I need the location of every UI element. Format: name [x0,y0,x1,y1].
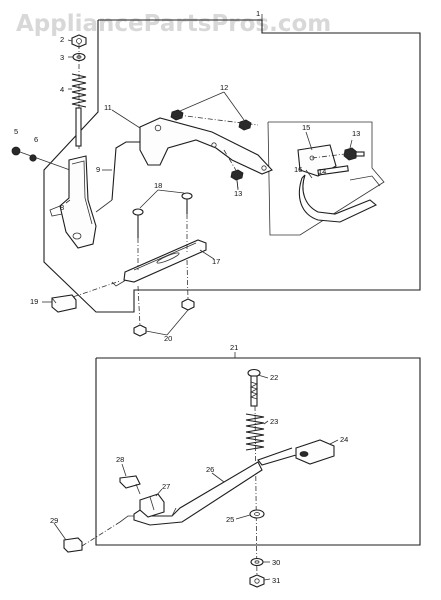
knob-19 [51,294,77,313]
callout-13-upper: 13 [352,129,360,138]
callout-1: 1 [256,9,260,18]
callout-19: 19 [30,297,38,306]
callout-4: 4 [60,85,64,94]
callout-12: 12 [220,83,228,92]
callout-30: 30 [272,558,280,567]
washer-25 [249,509,265,519]
assembly-21-outline [95,357,421,546]
switch-group-outline [267,121,385,236]
link-plate-17 [111,239,207,287]
bolt-22 [247,368,261,407]
nut-12b [238,119,252,131]
lever-bracket-8 [49,155,97,249]
screw-18b [181,192,193,214]
callout-26: 26 [206,465,214,474]
screw-13-upper [343,147,365,161]
assembly-1-outline [43,14,421,313]
callout-25: 25 [226,515,234,524]
callout-2: 2 [60,35,64,44]
callout-labels: 1 2 3 4 5 6 8 9 11 12 13 13 14 15 16 17 … [14,9,360,585]
leader-lines [42,39,353,581]
callout-8: 8 [60,203,64,212]
nut-31 [249,574,265,588]
lever-plate-11 [139,117,273,175]
callout-5: 5 [14,127,18,136]
callout-27: 27 [162,482,170,491]
clip-28 [119,475,141,495]
callout-20: 20 [164,334,172,343]
nut-2 [71,34,87,48]
callout-23: 23 [270,417,278,426]
callout-13-lower: 13 [234,189,242,198]
nut-20a [181,298,195,311]
switch-assembly [297,144,381,223]
callout-9: 9 [96,165,100,174]
callout-31: 31 [272,576,280,585]
callout-21: 21 [230,343,238,352]
nut-12a [170,109,184,121]
callout-18: 18 [154,181,162,190]
screw-6 [29,154,37,162]
callout-11: 11 [104,103,112,112]
rod-9 [111,141,145,201]
callout-3: 3 [60,53,64,62]
spring-23 [245,413,265,451]
callout-22: 22 [270,373,278,382]
callout-28: 28 [116,455,124,464]
callout-29: 29 [50,516,58,525]
stud [75,107,82,147]
callout-6: 6 [34,135,38,144]
lever-24 [257,439,335,466]
bracket-27 [139,493,165,518]
callout-17: 17 [212,257,220,266]
nut-20b [133,324,147,337]
callout-24: 24 [340,435,348,444]
screw-18a [132,208,144,238]
knob-29 [63,537,83,553]
callout-15: 15 [302,123,310,132]
lever-26 [133,461,263,526]
screw-5 [11,146,71,171]
spring-4 [71,73,87,108]
callout-14: 14 [318,167,326,176]
washer-30 [250,557,264,567]
callout-16: 16 [294,165,302,174]
